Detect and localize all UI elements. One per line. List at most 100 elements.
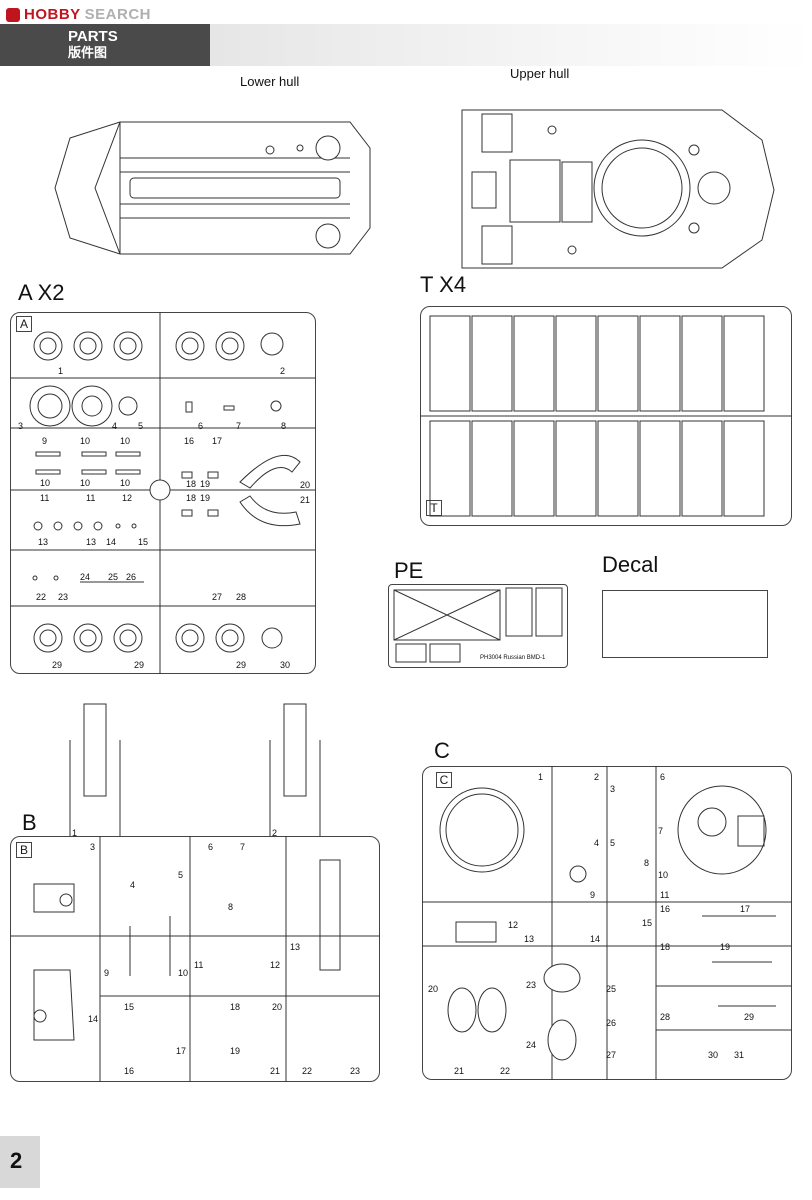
part-number: 22 (302, 1066, 313, 1076)
part-number: 1 (58, 366, 64, 376)
part-number: 29 (52, 660, 63, 670)
part-number: 21 (270, 1066, 281, 1076)
logo-mark-icon (6, 7, 20, 22)
part-number: 20 (272, 1002, 283, 1012)
part-number: 2 (594, 772, 600, 782)
part-number: 8 (281, 421, 287, 431)
part-number: 15 (124, 1002, 135, 1012)
part-number: 23 (350, 1066, 361, 1076)
part-number: 17 (176, 1046, 187, 1056)
pe-label: PE (394, 558, 424, 583)
part-number: 8 (228, 902, 234, 912)
section-header-bar (0, 24, 210, 66)
sprue-a-letter: A (16, 316, 32, 332)
lower-hull-label: Lower hull (240, 74, 300, 89)
sprue-t-label: T X4 (420, 272, 467, 297)
part-number: 6 (208, 842, 214, 852)
part-number: 20 (300, 480, 311, 490)
pe-fret-frame (388, 584, 568, 668)
sprue-c-letter: C (436, 772, 452, 788)
pe-fret-drawing (393, 587, 563, 663)
part-number: 4 (112, 421, 118, 431)
part-number: 10 (658, 870, 669, 880)
part-number: 10 (80, 478, 91, 488)
part-number: 9 (104, 968, 110, 978)
part-number: 22 (36, 592, 47, 602)
part-number: 21 (454, 1066, 465, 1076)
part-number: 24 (526, 1040, 537, 1050)
sprue-b-frame (10, 836, 380, 1082)
part-number: 26 (126, 572, 137, 582)
sprue-a-drawing (10, 312, 316, 674)
sprue-b-letter: B (16, 842, 32, 858)
sprue-b-runners (69, 703, 321, 838)
pe-fret-code: PH3004 Russian BMD-1 (480, 655, 546, 661)
part-number: 24 (80, 572, 91, 582)
part-number: 2 (280, 366, 286, 376)
part-number: 5 (178, 870, 184, 880)
sprue-t-drawing (420, 315, 792, 517)
part-number: 25 (108, 572, 119, 582)
upper-hull-label: Upper hull (510, 66, 570, 81)
part-number: 1 (538, 772, 544, 782)
part-number: 27 (212, 592, 223, 602)
part-number: 10 (120, 436, 131, 446)
part-number: 13 (86, 537, 97, 547)
part-number: 1 (72, 828, 78, 838)
part-number: 28 (660, 1012, 671, 1022)
sprue-c-drawing (422, 766, 792, 1080)
part-number: 14 (590, 934, 601, 944)
part-number: 5 (138, 421, 144, 431)
part-number: 23 (58, 592, 69, 602)
part-number: 30 (280, 660, 291, 670)
part-number: 30 (708, 1050, 719, 1060)
part-number: 29 (134, 660, 145, 670)
part-number: 27 (606, 1050, 617, 1060)
part-number: 7 (658, 826, 664, 836)
part-number: 7 (236, 421, 242, 431)
part-number: 11 (194, 960, 204, 970)
part-number: 10 (120, 478, 131, 488)
logo-search-text: SEARCH (84, 6, 152, 23)
part-number: 18 (186, 493, 197, 503)
upper-hull-drawing (461, 109, 775, 269)
part-number: 16 (124, 1066, 135, 1076)
section-subtitle: 版件图 (68, 46, 108, 61)
part-number: 19 (720, 942, 731, 952)
part-number: 3 (18, 421, 24, 431)
part-number: 29 (744, 1012, 755, 1022)
section-title: PARTS (68, 28, 118, 45)
part-number: 22 (500, 1066, 511, 1076)
part-number: 5 (610, 838, 616, 848)
part-number: 19 (200, 493, 211, 503)
part-number: 13 (38, 537, 49, 547)
part-number: 8 (644, 858, 650, 868)
part-number: 6 (660, 772, 666, 782)
part-number: 26 (606, 1018, 617, 1028)
part-number: 21 (300, 495, 311, 505)
part-number: 25 (606, 984, 617, 994)
part-number: 29 (236, 660, 247, 670)
part-number: 16 (184, 436, 195, 446)
page-number: 2 (10, 1148, 23, 1173)
sprue-a-label: A X2 (18, 280, 65, 305)
part-number: 15 (138, 537, 149, 547)
part-number: 28 (236, 592, 247, 602)
part-number: 18 (186, 479, 197, 489)
hobbysearch-logo: HOBBY SEARCH (6, 6, 151, 23)
section-header-fade (210, 24, 812, 66)
part-number: 4 (130, 880, 136, 890)
part-number: 23 (526, 980, 537, 990)
part-number: 11 (660, 890, 670, 900)
part-number: 9 (42, 436, 48, 446)
part-number: 2 (272, 828, 278, 838)
part-number: 17 (212, 436, 223, 446)
part-number: 3 (610, 784, 616, 794)
part-number: 12 (122, 493, 133, 503)
part-number: 18 (230, 1002, 241, 1012)
part-number: 14 (88, 1014, 99, 1024)
part-number: 12 (508, 920, 519, 930)
part-number: 19 (200, 479, 211, 489)
part-number: 31 (734, 1050, 745, 1060)
part-number: 11 (40, 493, 50, 503)
